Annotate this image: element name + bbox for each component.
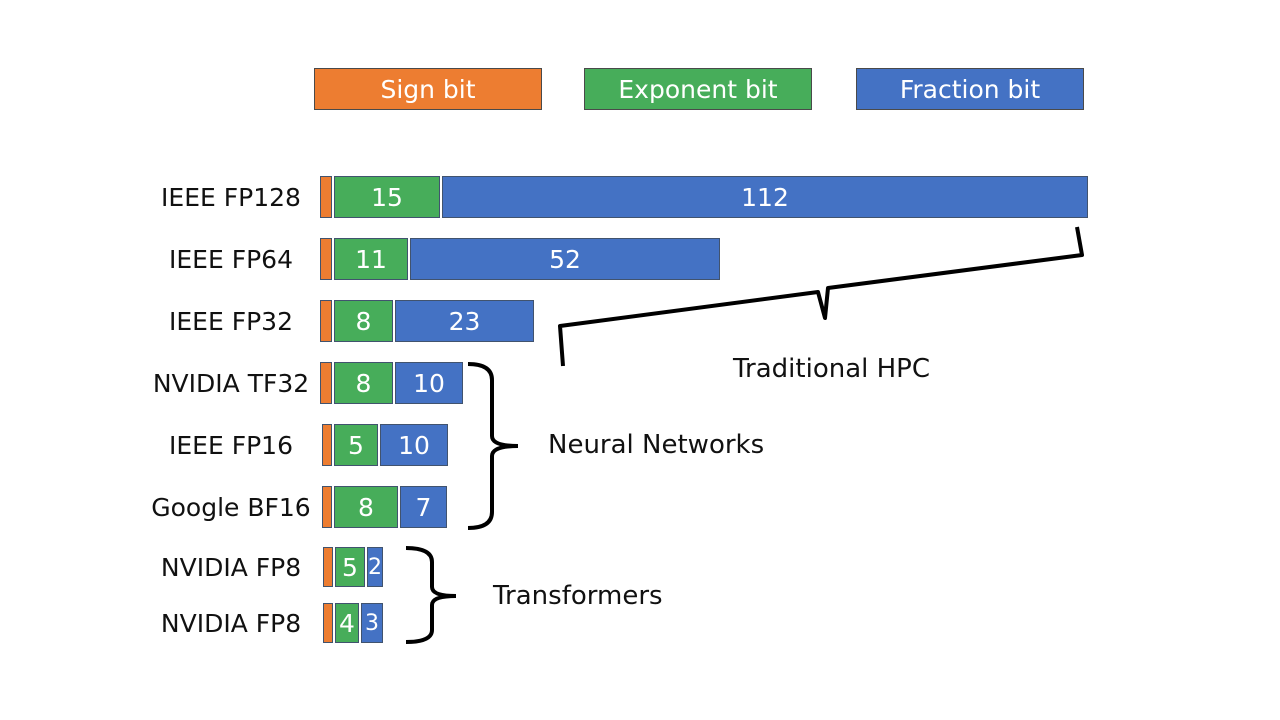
exponent-bit-segment: 8 xyxy=(334,300,393,342)
fraction-bit-segment: 23 xyxy=(395,300,534,342)
sign-bit-segment xyxy=(320,176,332,218)
transformers-brace xyxy=(405,546,457,644)
fraction-bit-segment: 52 xyxy=(410,238,720,280)
fraction-bit-segment: 3 xyxy=(361,603,383,643)
format-label: IEEE FP32 xyxy=(169,307,293,336)
exponent-bit-segment: 11 xyxy=(334,238,408,280)
legend-exponent-bit: Exponent bit xyxy=(584,68,812,110)
sign-bit-segment xyxy=(322,486,332,528)
group-label-neural-networks: Neural Networks xyxy=(548,430,765,460)
format-label: NVIDIA FP8 xyxy=(160,553,302,582)
sign-bit-segment xyxy=(320,238,332,280)
fraction-bit-segment: 2 xyxy=(367,547,383,587)
legend-fraction-bit: Fraction bit xyxy=(856,68,1084,110)
sign-bit-segment xyxy=(320,362,332,404)
exponent-bit-segment: 4 xyxy=(335,603,359,643)
fraction-bit-segment: 10 xyxy=(395,362,463,404)
exponent-bit-segment: 8 xyxy=(334,362,393,404)
format-label: NVIDIA TF32 xyxy=(152,369,310,398)
format-label: NVIDIA FP8 xyxy=(160,609,302,638)
format-label: IEEE FP16 xyxy=(169,431,293,460)
exponent-bit-segment: 5 xyxy=(335,547,365,587)
exponent-bit-segment: 15 xyxy=(334,176,440,218)
sign-bit-segment xyxy=(323,547,333,587)
format-label: IEEE FP64 xyxy=(169,245,293,274)
traditional-hpc-brace xyxy=(558,226,1084,367)
sign-bit-segment xyxy=(323,603,333,643)
format-label: Google BF16 xyxy=(151,493,311,522)
sign-bit-segment xyxy=(322,424,332,466)
fraction-bit-segment: 112 xyxy=(442,176,1088,218)
group-label-traditional-hpc: Traditional HPC xyxy=(733,354,931,384)
neural-networks-brace xyxy=(467,362,519,530)
group-label-transformers: Transformers xyxy=(493,581,663,611)
sign-bit-segment xyxy=(320,300,332,342)
exponent-bit-segment: 5 xyxy=(334,424,378,466)
exponent-bit-segment: 8 xyxy=(334,486,398,528)
legend-sign-bit: Sign bit xyxy=(314,68,542,110)
fraction-bit-segment: 10 xyxy=(380,424,448,466)
fraction-bit-segment: 7 xyxy=(400,486,447,528)
format-label: IEEE FP128 xyxy=(161,183,301,212)
